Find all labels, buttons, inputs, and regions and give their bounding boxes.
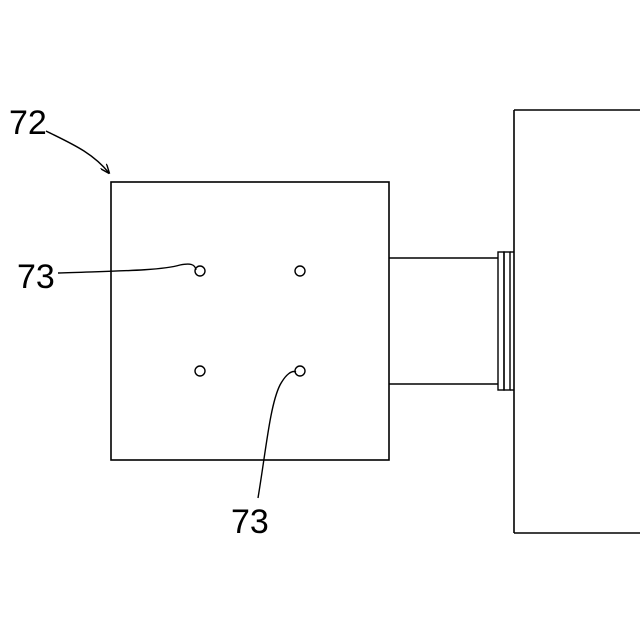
plate-body xyxy=(111,182,389,460)
hole-bottom-left xyxy=(195,366,205,376)
flange-rings xyxy=(498,252,514,390)
label-72: 72 xyxy=(9,104,47,142)
label-73-lower: 73 xyxy=(231,503,269,541)
leader-arrow-72 xyxy=(46,131,109,173)
hole-bottom-right xyxy=(295,366,305,376)
hole-top-right xyxy=(295,266,305,276)
leader-73-lower xyxy=(258,372,296,498)
connecting-shaft xyxy=(389,258,498,384)
hole-top-left xyxy=(195,266,205,276)
leader-73-upper xyxy=(58,264,196,273)
right-housing xyxy=(514,110,640,533)
label-73-upper: 73 xyxy=(17,258,55,296)
